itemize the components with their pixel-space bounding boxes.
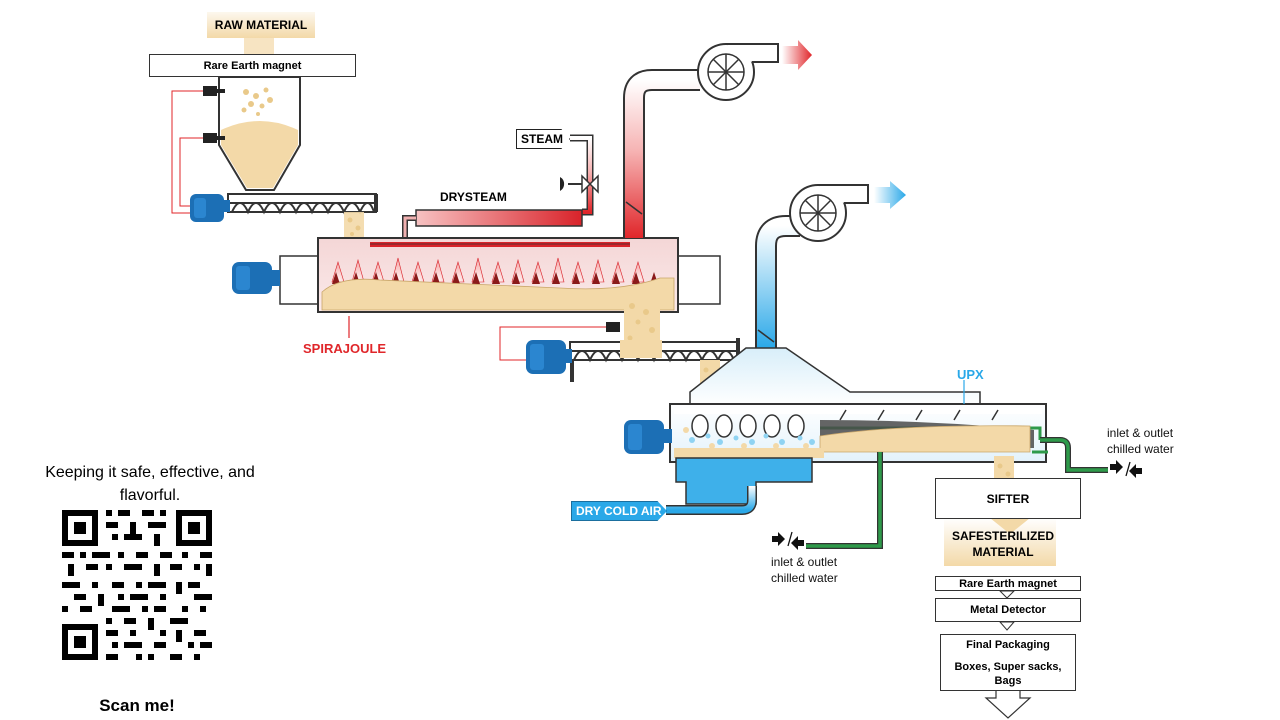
inlet-outlet-arrows-icon [1110, 460, 1142, 478]
level-sensor-icon [203, 133, 217, 143]
hopper [171, 76, 301, 214]
sifter-box: SIFTER [935, 478, 1081, 519]
final-packaging-box: Final Packaging Boxes, Super sacks, Bags [940, 634, 1076, 691]
rare-earth-magnet-bottom-box: Rare Earth magnet [935, 576, 1081, 591]
raw-material-label: RAW MATERIAL [214, 18, 308, 32]
upx-label: UPX [957, 367, 984, 382]
scan-me-label: Scan me! [99, 696, 175, 715]
steam-tag: STEAM [516, 129, 570, 149]
feed-screw-1 [190, 193, 378, 240]
motor-icon [624, 420, 672, 454]
level-sensor-icon [606, 322, 620, 332]
flow-arrow-icon [782, 40, 812, 70]
inlet-outlet-bottom-label: inlet & outlet chilled water [771, 555, 838, 585]
level-sensor-icon [203, 86, 217, 96]
upx-unit [624, 347, 1047, 505]
qr-code [62, 510, 212, 660]
dry-cold-air-line [666, 486, 757, 515]
safe-sterilized-material-label: SAFESTERILIZED MATERIAL [951, 529, 1054, 559]
motor-icon [526, 340, 572, 374]
motor-icon [190, 194, 230, 222]
hot-exhaust [623, 40, 812, 238]
dry-cold-air-tag: DRY COLD AIR [571, 501, 667, 521]
metal-detector-box: Metal Detector [935, 598, 1081, 622]
valve-icon [560, 174, 599, 194]
drysteam-label: DRYSTEAM [440, 190, 507, 204]
final-packaging-title: Final Packaging [966, 639, 1050, 651]
tagline: Keeping it safe, effective, and flavorfu… [45, 464, 255, 504]
cold-exhaust [755, 181, 906, 348]
rare-earth-magnet-top-box: Rare Earth magnet [149, 54, 356, 77]
fan-icon [789, 184, 869, 242]
downstream-flow [944, 518, 1056, 719]
motor-icon [232, 262, 280, 294]
spirajoule-label: SPIRAJOULE [303, 341, 387, 356]
chilled-water-lines [772, 437, 1142, 550]
flow-arrow-icon [984, 689, 1032, 719]
flow-arrow-icon [874, 181, 906, 209]
inlet-outlet-arrows-icon [772, 531, 804, 550]
inlet-outlet-right-label: inlet & outlet chilled water [1107, 426, 1174, 456]
final-packaging-items: Boxes, Super sacks, Bags [954, 661, 1062, 687]
spirajoule-unit [232, 237, 721, 356]
fan-icon [697, 43, 779, 101]
steam-line [402, 134, 599, 242]
